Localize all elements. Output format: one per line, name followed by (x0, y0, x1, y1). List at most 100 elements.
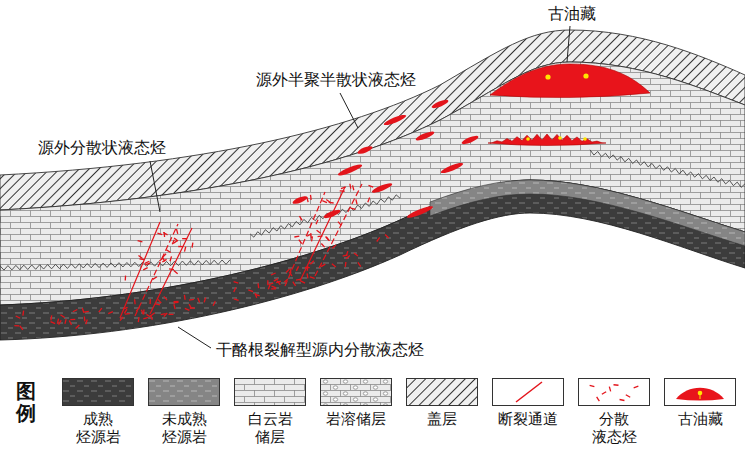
hydrocarbon-dash (272, 286, 277, 288)
hydrocarbon-dash (340, 190, 345, 192)
hydrocarbon-dash (153, 277, 157, 280)
legend-swatch (320, 378, 392, 406)
hydrocarbon-dash (57, 319, 58, 324)
legend-text-box: 未成熟 烃源岩 (148, 410, 220, 446)
immature-source-rock (430, 180, 745, 246)
hydrocarbon-blob (431, 98, 450, 110)
hydrocarbon-blob (292, 195, 309, 206)
hydrocarbon-dash (307, 234, 311, 237)
dispersed-hydrocarbon (14, 184, 388, 330)
hydrocarbon-dash (368, 198, 370, 203)
hydrocarbon-dash (234, 282, 239, 284)
hydrocarbon-dash (345, 262, 347, 267)
paleo-oil-pool (490, 64, 650, 98)
hydrocarbon-blob (383, 113, 407, 127)
hydrocarbon-dash (169, 314, 174, 315)
hydrocarbon-dash (138, 256, 142, 259)
mature-source-rock (0, 180, 745, 340)
hydrocarbon-dash (332, 245, 336, 248)
legend-text-box: 古油藏 (664, 410, 736, 428)
legend-text-box: 断裂通道 (492, 410, 564, 428)
hydrocarbon-dash (293, 282, 296, 286)
hydrocarbon-dash (271, 288, 276, 289)
hydrocarbon-dash (22, 311, 24, 316)
hydrocarbon-dash (120, 317, 123, 321)
hydrocarbon-dash (145, 261, 150, 263)
hydrocarbon-dash (255, 293, 257, 298)
hydrocarbon-dash (301, 281, 305, 283)
legend-swatch (234, 378, 306, 406)
hydrocarbon-dash (268, 285, 270, 290)
hydrocarbon-dash (316, 220, 318, 225)
hydrocarbon-blob (371, 181, 393, 194)
hydrocarbon-dash (161, 314, 166, 315)
feature-label: 源外分散状液态烃 (38, 138, 166, 157)
hydrocarbon-dash (185, 308, 190, 310)
legend-item: 盖层 (406, 378, 478, 428)
karst-line (590, 150, 745, 188)
legend-heading: 图例 (16, 380, 36, 424)
hydrocarbon-dash (143, 309, 144, 314)
leader-line (178, 327, 211, 348)
hydrocarbon-dash (76, 325, 80, 328)
hydrocarbon-dash (158, 299, 161, 303)
hydrocarbon-dash (162, 257, 165, 261)
hydrocarbon-dash (190, 307, 195, 308)
hydrocarbon-dash (353, 185, 354, 190)
hydrocarbon-dash (369, 185, 374, 187)
hydrocarbon-dash (310, 195, 312, 200)
legend-item: 分散 液态烃 (578, 378, 650, 446)
legend-text-box: 白云岩 储层 (234, 410, 306, 446)
hydrocarbon-dash (50, 315, 52, 320)
legend-item: 成熟 烃源岩 (62, 378, 134, 446)
hydrocarbon-dash (338, 222, 341, 226)
hydrocarbon-dash (125, 313, 130, 315)
hydrocarbon-dash (184, 247, 185, 252)
hydrocarbon-dash (143, 268, 147, 270)
hydrocarbon-dash (341, 187, 346, 189)
legend-text: 古油藏 (678, 410, 723, 428)
hydrocarbon-dash (59, 320, 62, 324)
legend-text: 白云岩 储层 (247, 410, 294, 446)
karst-line (250, 195, 400, 237)
hydrocarbon-dash (84, 311, 89, 313)
hydrocarbon-dash (248, 290, 253, 292)
hydrocarbon-blob (415, 130, 435, 142)
hydrocarbon-dash (73, 310, 77, 312)
hydrocarbon-dash (182, 238, 187, 240)
hydrocarbon-dash (189, 299, 194, 301)
feature-label: 源外半聚半散状液态烃 (256, 70, 416, 89)
legend-text-box: 岩溶储层 (320, 410, 392, 428)
leader-line (567, 26, 570, 62)
hydrocarbon-blob (357, 145, 374, 156)
legend-item: 未成熟 烃源岩 (148, 378, 220, 446)
legend-text: 未成熟 烃源岩 (161, 410, 208, 446)
legend-swatch (148, 378, 220, 406)
hydrocarbon-dash (299, 240, 302, 244)
legend-item: 岩溶储层 (320, 378, 392, 428)
hydrocarbon-dash (60, 315, 64, 318)
hydrocarbon-dash (146, 314, 150, 317)
hydrocarbon-dash (377, 237, 380, 241)
hydrocarbon-dash (174, 301, 179, 303)
feature-label: 干酪根裂解型源内分散液态烃 (216, 340, 424, 359)
legend-item: 古油藏 (664, 378, 736, 428)
fault-channels (120, 184, 362, 318)
hydrocarbon-dash (174, 238, 178, 241)
hydrocarbon-dash (151, 315, 153, 320)
hydrocarbon-dash (125, 276, 127, 281)
leader-line (150, 161, 160, 212)
hydrocarbon-dash (191, 243, 193, 248)
hydrocarbon-dash (174, 271, 178, 274)
legend-text: 成熟 烃源岩 (75, 410, 122, 446)
leader-line (340, 93, 358, 128)
fault-line (150, 228, 192, 314)
hydrocarbon-dash (310, 277, 315, 278)
hydrocarbon-dash (294, 236, 299, 238)
hydrocarbon-dash (82, 308, 83, 313)
hydrocarbon-dash (326, 237, 329, 241)
hydrocarbon-dash (257, 283, 259, 288)
hydrocarbon-dash (143, 317, 148, 318)
oil-dot (583, 137, 587, 141)
hydrocarbon-dash (174, 302, 179, 304)
